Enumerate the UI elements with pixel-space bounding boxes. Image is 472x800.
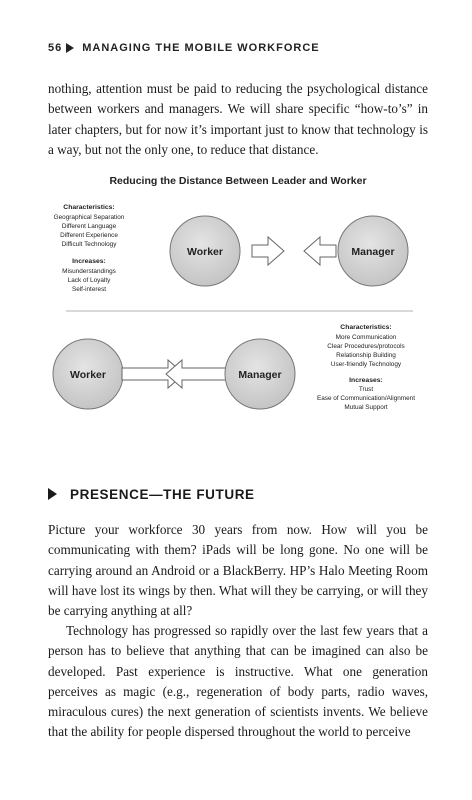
top-characteristic-3: Different Experience bbox=[60, 232, 118, 239]
diagram-title: Reducing the Distance Between Leader and… bbox=[109, 175, 366, 187]
bottom-characteristics-heading: Characteristics: bbox=[340, 324, 391, 331]
bottom-manager-circle bbox=[224, 338, 296, 410]
distance-diagram-svg: Reducing the Distance Between Leader and… bbox=[52, 175, 415, 411]
future-paragraph-1: Picture your workforce 30 years from now… bbox=[48, 522, 428, 619]
top-right-arrow-icon bbox=[251, 235, 285, 267]
top-increases-heading: Increases: bbox=[72, 258, 106, 265]
section-heading: PRESENCE—THE FUTURE bbox=[48, 484, 428, 504]
top-increase-1: Misunderstandings bbox=[62, 268, 116, 275]
top-characteristic-4: Difficult Technology bbox=[62, 241, 118, 248]
bottom-characteristic-4: User-friendly Technology bbox=[331, 361, 402, 368]
top-increase-3: Self-interest bbox=[72, 286, 106, 293]
top-characteristics-heading: Characteristics: bbox=[63, 204, 114, 211]
bottom-increase-2: Ease of Communication/Alignment bbox=[317, 395, 415, 402]
triangle-bullet-icon bbox=[48, 488, 57, 500]
intro-paragraph: nothing, attention must be paid to reduc… bbox=[48, 81, 428, 157]
top-left-arrow-icon bbox=[303, 235, 337, 267]
bottom-increase-1: Trust bbox=[359, 386, 374, 393]
bottom-manager-label: Manager bbox=[238, 369, 281, 381]
distance-diagram: Reducing the Distance Between Leader and… bbox=[48, 166, 428, 446]
bottom-increase-3: Mutual Support bbox=[344, 404, 388, 411]
bottom-increases-heading: Increases: bbox=[349, 377, 383, 384]
future-paragraph-2: Technology has progressed so rapidly ove… bbox=[48, 623, 428, 740]
top-characteristic-1: Geographical Separation bbox=[54, 214, 125, 221]
page-number: 56 bbox=[48, 42, 63, 54]
bottom-left-arrow-icon bbox=[165, 358, 229, 390]
top-manager-label: Manager bbox=[351, 246, 394, 258]
bottom-characteristic-3: Relationship Building bbox=[336, 352, 396, 359]
top-worker-circle bbox=[169, 215, 241, 287]
bottom-characteristic-1: More Communication bbox=[336, 334, 397, 341]
top-characteristic-2: Different Language bbox=[62, 223, 117, 230]
bottom-worker-label: Worker bbox=[70, 369, 106, 381]
section-heading-text: PRESENCE—THE FUTURE bbox=[70, 486, 255, 502]
bottom-characteristic-2: Clear Procedures/protocols bbox=[327, 343, 404, 350]
top-worker-label: Worker bbox=[187, 246, 223, 258]
triangle-bullet-icon bbox=[66, 43, 75, 53]
running-head-title: MANAGING THE MOBILE WORKFORCE bbox=[82, 42, 320, 54]
running-head: 56 MANAGING THE MOBILE WORKFORCE bbox=[48, 40, 428, 56]
top-manager-circle bbox=[337, 215, 409, 287]
top-increase-2: Lack of Loyalty bbox=[68, 277, 111, 284]
